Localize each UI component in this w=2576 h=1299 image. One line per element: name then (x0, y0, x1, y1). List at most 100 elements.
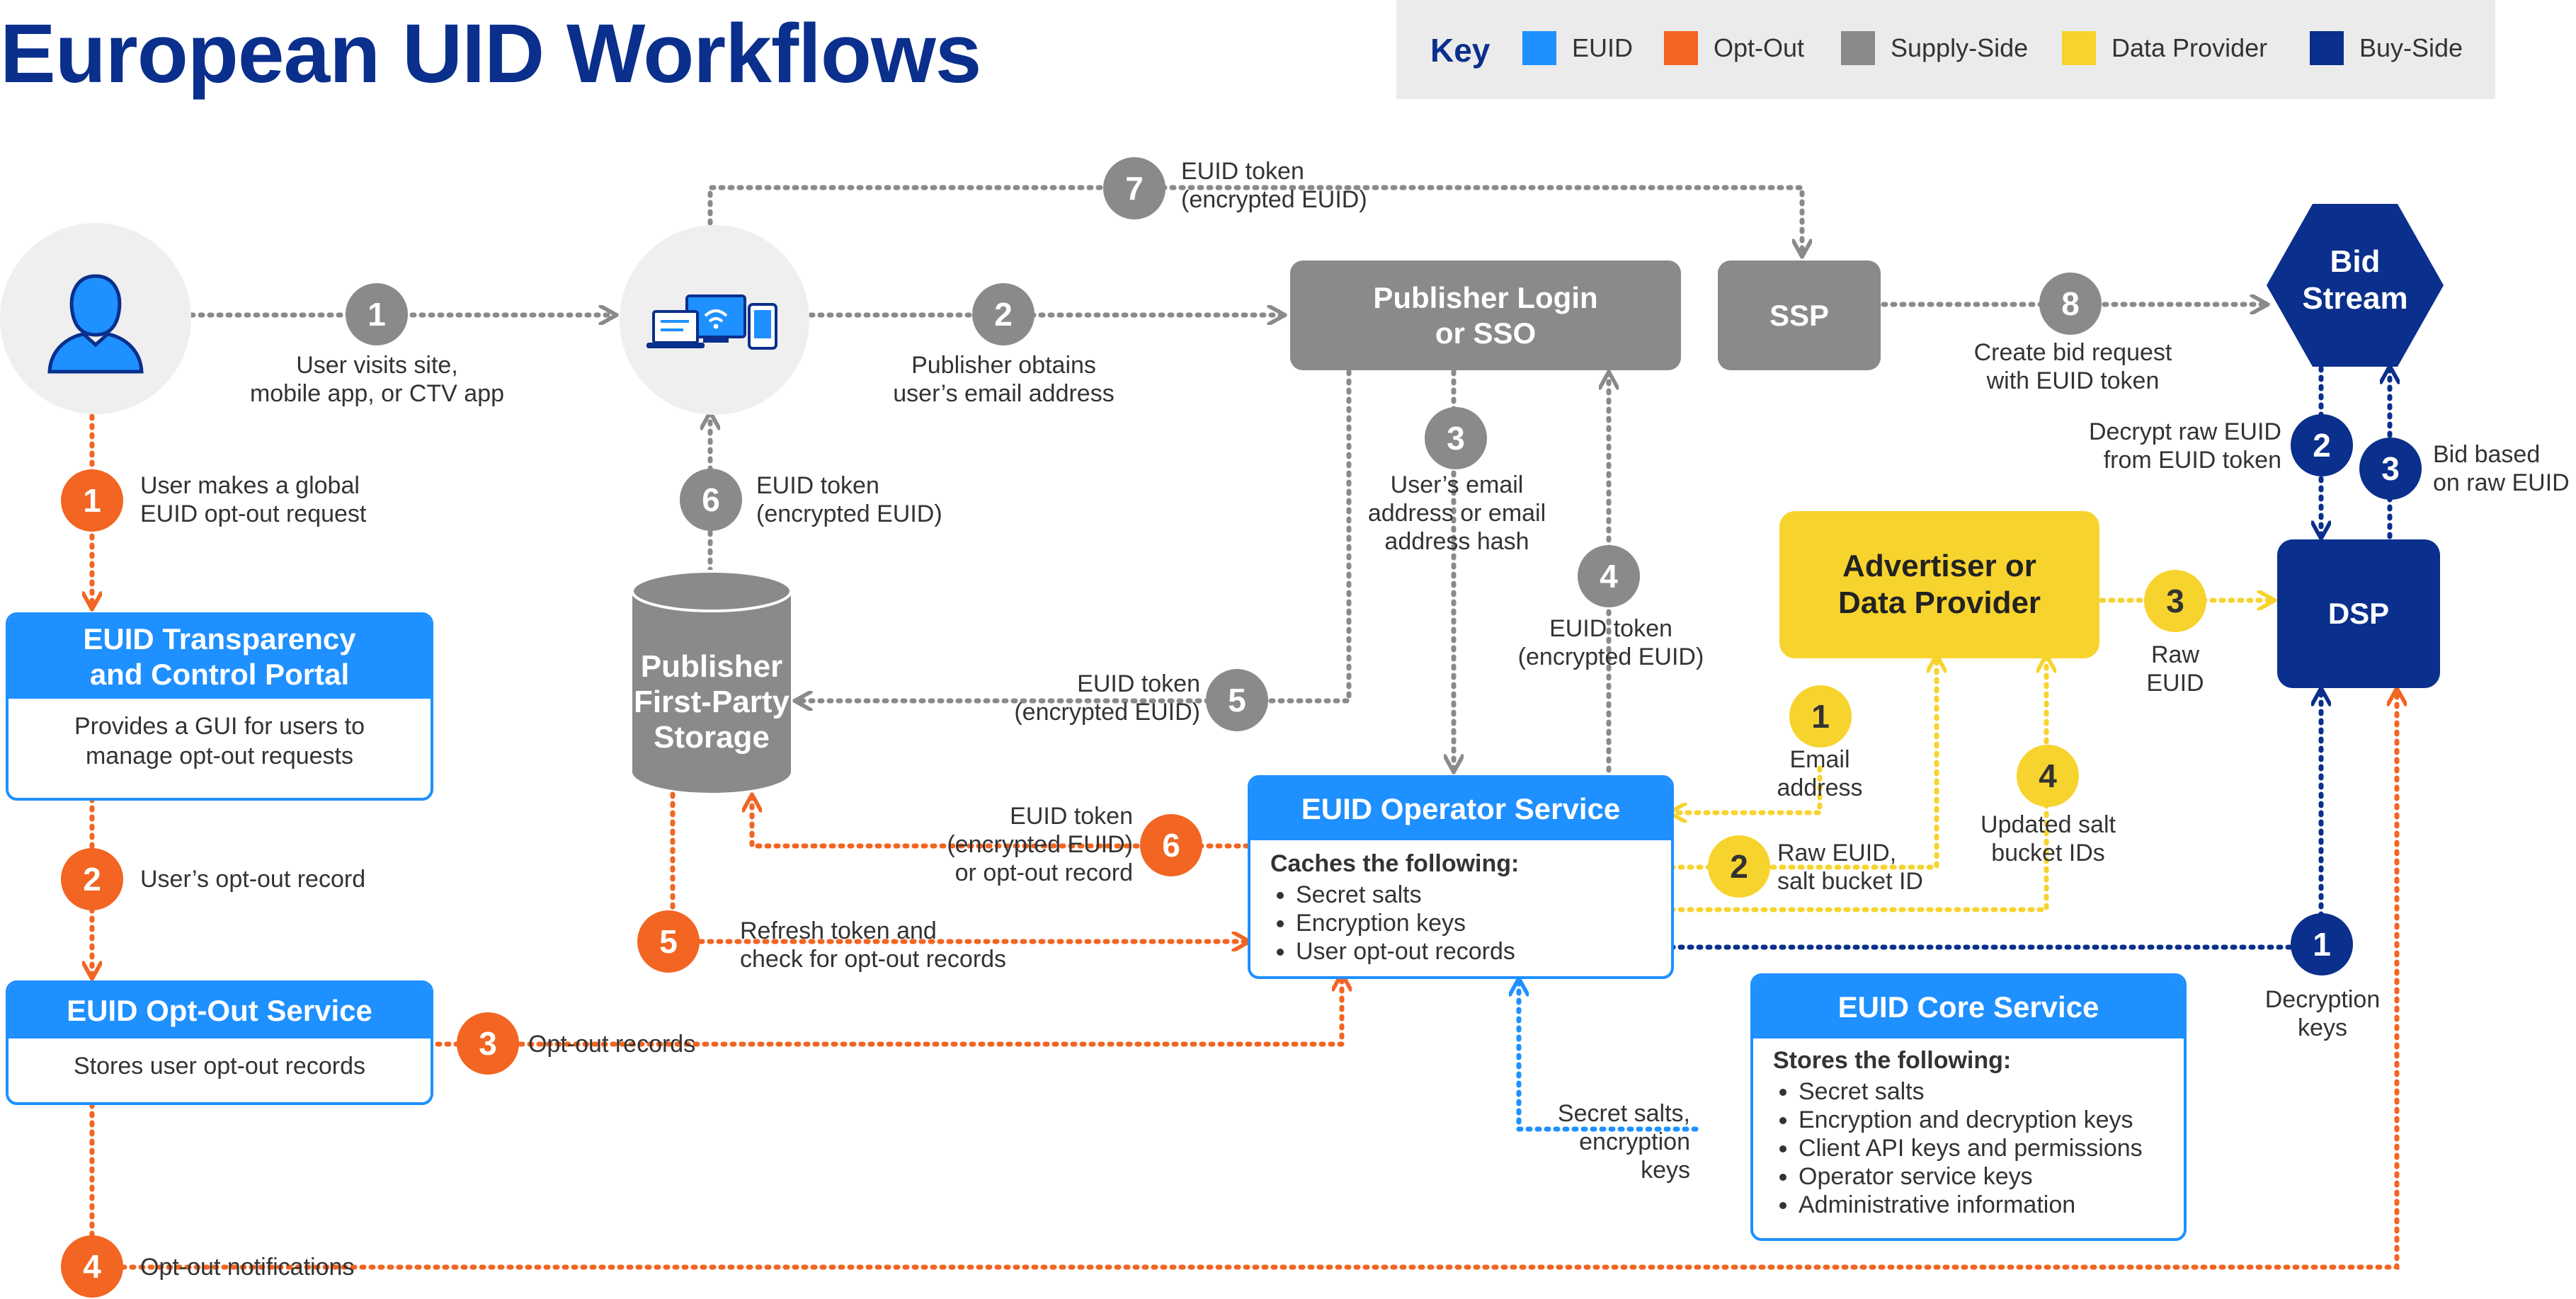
publisher-login-node: Publisher Login or SSO (1290, 261, 1681, 370)
step-label-yellow-1: Email address (1777, 746, 1863, 801)
step-badge-gray-6: 6 (680, 469, 742, 531)
swatch-buy (2310, 31, 2344, 65)
step-label-orange-2: User’s opt-out record (140, 866, 366, 893)
arrow-yellow-2 (1668, 657, 1937, 870)
legend-item-buy: Buy-Side (2310, 31, 2463, 65)
operator-service-subtitle: Caches the following: (1270, 850, 1520, 877)
storage-node: Publisher First-Party Storage (630, 570, 793, 796)
arrow-gray-7 (707, 185, 1802, 255)
operator-item: User opt-out records (1296, 937, 1671, 966)
optout-service-title: EUID Opt-Out Service (8, 983, 431, 1038)
step-badge-gray-1: 1 (346, 283, 408, 345)
user-node (0, 223, 191, 414)
step-label-yellow-2: Raw EUID, salt bucket ID (1777, 840, 1923, 895)
step-badge-yellow-4: 4 (2017, 745, 2079, 807)
bid-stream-node: Bid Stream (2267, 204, 2444, 367)
step-badge-yellow-2: 2 (1708, 835, 1770, 898)
core-item: Encryption and decryption keys (1799, 1106, 2184, 1134)
step-badge-gray-4: 4 (1578, 545, 1640, 607)
legend-item-supply: Supply-Side (1841, 31, 2028, 65)
step-label-yellow-3: Raw EUID (2146, 641, 2204, 697)
swatch-optout (1664, 31, 1698, 65)
step-label-yellow-4: Updated salt bucket IDs (1981, 811, 2116, 866)
core-item: Administrative information (1799, 1191, 2184, 1219)
arrow-navy-1 (1668, 690, 2321, 950)
core-service: EUID Core Service Stores the following: … (1750, 973, 2187, 1241)
arrow-blue (1519, 980, 1699, 1132)
operator-item: Encryption keys (1296, 909, 1671, 937)
step-label-gray-2: Publisher obtains user’s email address (893, 352, 1115, 407)
legend-label: Supply-Side (1891, 33, 2029, 62)
arrow-yellow-4 (1668, 657, 2046, 912)
step-label-navy-3: Bid based on raw EUID (2433, 441, 2570, 496)
dsp-node: DSP (2277, 539, 2440, 688)
step-label-gray-8: Create bid request with EUID token (1973, 339, 2172, 394)
step-badge-gray-8: 8 (2039, 273, 2102, 335)
step-badge-orange-2: 2 (61, 848, 123, 910)
page-title: European UID Workflows (0, 7, 981, 101)
step-label-gray-1: User visits site, mobile app, or CTV app (249, 352, 505, 407)
legend-label: EUID (1572, 33, 1634, 62)
step-label-gray-3: User’s email address or email address ha… (1367, 471, 1546, 555)
legend-item-euid: EUID (1522, 31, 1633, 65)
swatch-euid (1522, 31, 1556, 65)
step-label-orange-6: EUID token (encrypted EUID) or opt-out r… (947, 803, 1133, 886)
core-item: Client API keys and permissions (1799, 1134, 2184, 1162)
step-label-navy-1: Decryption keys (2264, 986, 2381, 1041)
step-label-gray-4: EUID token (encrypted EUID) (1517, 615, 1704, 670)
core-service-subtitle: Stores the following: (1773, 1047, 2012, 1074)
database-cylinder-icon (631, 570, 792, 793)
transparency-portal: EUID Transparency and Control Portal Pro… (6, 612, 433, 801)
step-badge-orange-4: 4 (61, 1235, 123, 1298)
ssp-node: SSP (1718, 261, 1881, 370)
transparency-portal-body: Provides a GUI for users to manage opt-o… (74, 713, 365, 769)
arrow-orange-6 (752, 796, 1250, 849)
legend: Key EUID Opt-Out Supply-Side Data Provid… (1396, 0, 2495, 99)
step-label-orange-1: User makes a global EUID opt-out request (140, 472, 367, 527)
optout-service-body: Stores user opt-out records (74, 1053, 365, 1080)
optout-service: EUID Opt-Out Service Stores user opt-out… (6, 980, 433, 1105)
step-badge-gray-5: 5 (1206, 669, 1268, 731)
step-label-blue: Secret salts, encryption keys (1557, 1100, 1690, 1184)
storage-label: Publisher First-Party Storage (633, 649, 790, 755)
step-badge-orange-1: 1 (61, 469, 123, 532)
core-item: Secret salts (1799, 1077, 2184, 1106)
step-label-gray-5: EUID token (encrypted EUID) (1014, 670, 1200, 726)
step-label-gray-7: EUID token (encrypted EUID) (1181, 158, 1367, 213)
step-badge-yellow-3: 3 (2144, 570, 2206, 632)
step-label-orange-4: Opt-out notifications (140, 1254, 355, 1281)
step-badge-orange-3: 3 (457, 1012, 519, 1075)
step-label-navy-2: Decrypt raw EUID from EUID token (2088, 418, 2281, 474)
operator-service: EUID Operator Service Caches the followi… (1248, 775, 1674, 979)
advertiser-node: Advertiser or Data Provider (1779, 511, 2099, 658)
step-badge-orange-6: 6 (1140, 814, 1202, 876)
arrow-orange-4 (89, 690, 2397, 1270)
operator-item: Secret salts (1296, 881, 1671, 909)
swatch-supply (1841, 31, 1875, 65)
legend-title: Key (1430, 32, 1491, 69)
legend-label: Opt-Out (1714, 33, 1805, 62)
step-label-gray-6: EUID token (encrypted EUID) (756, 472, 942, 527)
step-badge-gray-3: 3 (1425, 407, 1487, 469)
step-badge-navy-3: 3 (2359, 437, 2422, 500)
step-badge-navy-1: 1 (2291, 913, 2353, 975)
arrow-orange-3 (426, 975, 1342, 1047)
step-badge-gray-7: 7 (1103, 157, 1166, 219)
core-item: Operator service keys (1799, 1162, 2184, 1191)
step-badge-navy-2: 2 (2291, 414, 2353, 476)
step-badge-gray-2: 2 (972, 283, 1035, 345)
step-badge-yellow-1: 1 (1789, 685, 1852, 748)
step-label-orange-3: Opt-out records (528, 1031, 696, 1058)
legend-item-optout: Opt-Out (1664, 31, 1804, 65)
bid-stream-label: Bid (2330, 244, 2381, 279)
transparency-portal-title: EUID Transparency and Control Portal (8, 615, 431, 699)
step-label-orange-5: Refresh token and check for opt-out reco… (740, 917, 1007, 973)
core-service-title: EUID Core Service (1753, 976, 2184, 1038)
devices-icon (646, 294, 777, 350)
swatch-data-provider (2062, 31, 2096, 65)
bid-stream-label: Stream (2302, 281, 2407, 316)
user-icon (47, 274, 144, 374)
legend-item-data-provider: Data Provider (2062, 31, 2267, 65)
arrow-gray-5 (797, 369, 1352, 701)
